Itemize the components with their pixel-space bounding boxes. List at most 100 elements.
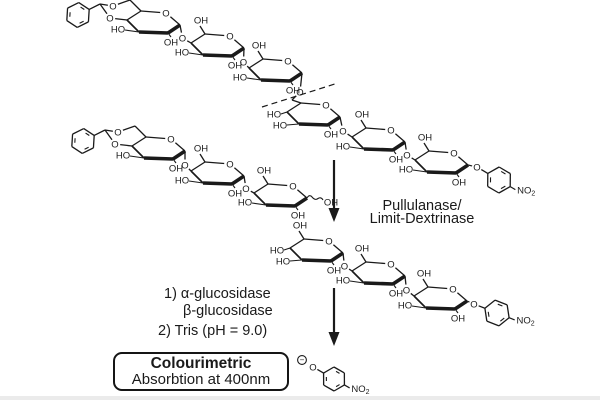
- bond: [303, 238, 324, 242]
- bond: [498, 166, 511, 175]
- bond: [231, 174, 245, 186]
- no2-subscript: 2: [366, 389, 370, 396]
- bond: [494, 299, 508, 306]
- bond: [71, 146, 83, 155]
- bond: [104, 129, 113, 132]
- bond: [145, 136, 166, 140]
- bond: [79, 20, 84, 24]
- bond: [267, 183, 288, 187]
- bond: [286, 111, 300, 125]
- acetal-oxygen-label: O: [106, 13, 113, 24]
- bond: [349, 280, 365, 284]
- bond: [87, 9, 90, 22]
- bond: [296, 189, 308, 199]
- bond: [81, 147, 94, 155]
- oh-label: OH: [327, 265, 341, 276]
- bond: [283, 247, 291, 251]
- ho-label: HO: [273, 120, 287, 131]
- bond: [120, 143, 133, 147]
- bond: [323, 366, 335, 374]
- bond: [323, 384, 335, 392]
- bond: [231, 55, 236, 61]
- bond: [99, 3, 108, 6]
- glycosidic-oxygen-label: O: [470, 299, 477, 310]
- bond: [250, 190, 255, 194]
- bond: [190, 42, 204, 56]
- ho-label: HO: [336, 141, 350, 152]
- glycosidic-oxygen-label: O: [296, 87, 303, 98]
- bond: [351, 136, 365, 150]
- glycosidic-oxygen-label: O: [473, 162, 480, 173]
- bond: [71, 134, 74, 147]
- bond: [291, 64, 303, 74]
- bond: [251, 202, 267, 206]
- oh-label: OH: [257, 165, 271, 176]
- bond: [422, 278, 429, 288]
- no2-label: NO2: [517, 186, 535, 198]
- bond: [410, 292, 415, 297]
- bond: [169, 16, 181, 26]
- bond: [351, 261, 367, 272]
- no2-label: NO2: [351, 384, 369, 396]
- bond: [327, 115, 341, 127]
- oh-label: OH: [418, 132, 432, 143]
- bond: [190, 33, 206, 44]
- ring-oxygen-label: O: [325, 236, 332, 247]
- bond: [347, 133, 353, 138]
- bond: [455, 172, 460, 178]
- bond: [500, 185, 506, 190]
- oh-label: OH: [451, 313, 465, 324]
- bond: [413, 286, 429, 297]
- oh-label: OH: [194, 15, 208, 26]
- bond: [487, 166, 500, 174]
- bond: [348, 268, 353, 272]
- condition-label-alpha-glucosidase: 1) α-glucosidase: [164, 286, 271, 302]
- bond: [392, 140, 406, 152]
- reaction-arrow-step1: [328, 160, 340, 222]
- bond: [265, 203, 296, 208]
- bond: [246, 77, 262, 81]
- arrowhead: [328, 208, 340, 222]
- oh-label: OH: [293, 220, 307, 231]
- bond: [329, 108, 341, 118]
- bond: [92, 135, 95, 148]
- oh-label: OH: [286, 85, 300, 96]
- bond: [394, 133, 406, 143]
- bond: [134, 125, 147, 138]
- ho-label: HO: [175, 175, 189, 186]
- glycosidic-oxygen-label: O: [403, 285, 410, 296]
- ho-label: HO: [336, 275, 350, 286]
- result-box-subtitle: Absorbtion at 400nm: [131, 371, 271, 388]
- bond: [414, 159, 428, 173]
- bond: [188, 180, 204, 184]
- bond: [167, 32, 172, 38]
- bond: [327, 124, 332, 130]
- bond: [253, 183, 269, 194]
- colourimetric-result-box: Colourimetric Absorbtion at 400nm: [113, 352, 289, 391]
- bond: [289, 247, 303, 261]
- bond: [454, 308, 459, 314]
- bond: [67, 1, 80, 9]
- bond: [66, 8, 69, 21]
- bond: [291, 99, 302, 104]
- bond: [289, 259, 303, 262]
- glycosidic-oxygen-label: O: [179, 33, 186, 44]
- bond: [363, 281, 394, 286]
- bond: [188, 168, 192, 172]
- oh-label: OH: [324, 129, 338, 140]
- bond: [172, 158, 177, 164]
- oh-label: OH: [324, 197, 338, 208]
- negative-charge-label: −: [300, 356, 305, 365]
- ho-label: HO: [398, 300, 412, 311]
- bond: [411, 157, 416, 161]
- oh-label: OH: [169, 163, 183, 174]
- bond: [404, 275, 407, 285]
- bond: [498, 317, 510, 327]
- bond: [455, 163, 469, 175]
- oh-label: OH: [389, 154, 403, 165]
- bond: [456, 292, 468, 302]
- bond: [99, 3, 108, 15]
